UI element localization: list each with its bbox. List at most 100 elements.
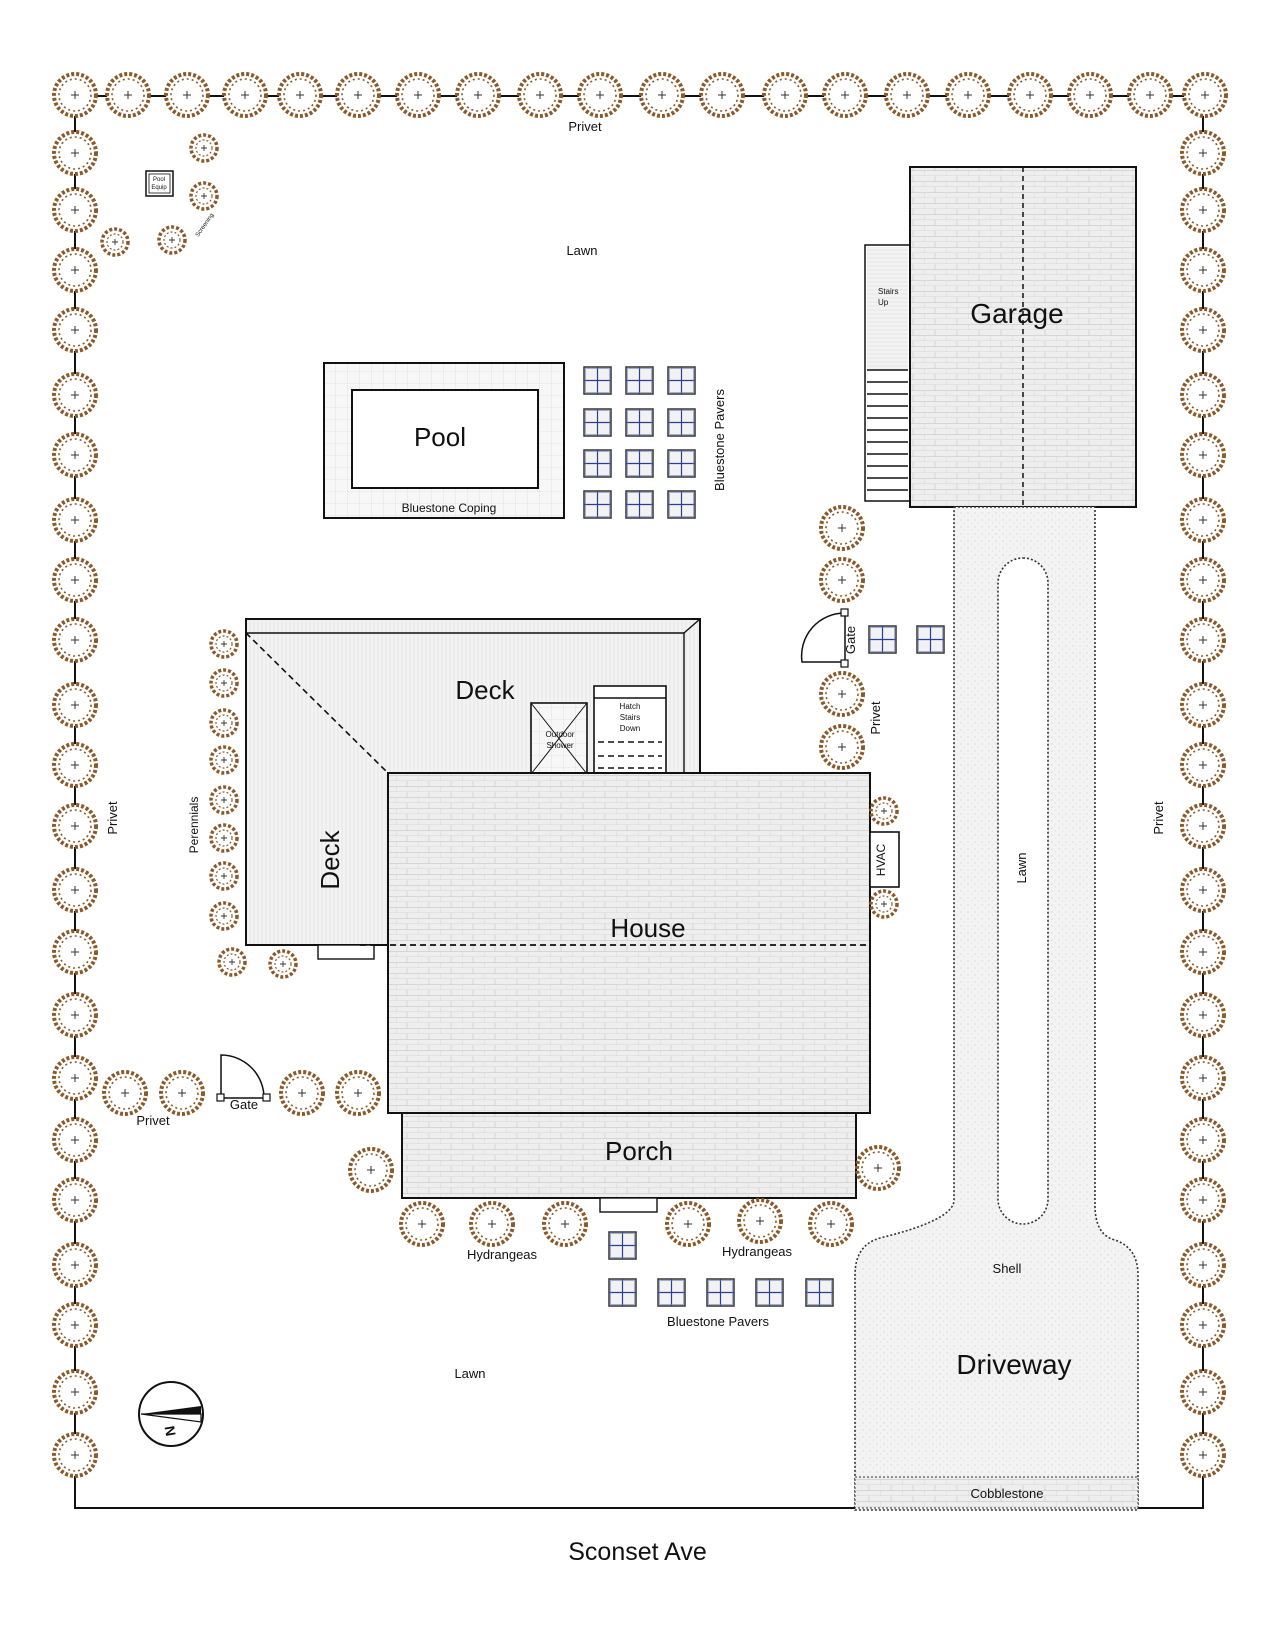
hvac-unit <box>869 831 900 888</box>
hatch-label-1: Hatch <box>620 702 641 711</box>
privet-tree <box>1180 247 1226 293</box>
privet-tree <box>52 742 98 788</box>
left-gate <box>220 1054 265 1099</box>
privet-tree <box>52 372 98 418</box>
bluestone-paver <box>625 449 654 478</box>
pool-equipment-label-1: Pool <box>153 177 165 183</box>
privet-tree <box>455 72 501 118</box>
hydrangea <box>737 1198 783 1244</box>
house-label: House <box>610 913 685 943</box>
deck-step <box>317 944 375 960</box>
bluestone-paver <box>583 490 612 519</box>
hydrangea <box>348 1147 394 1193</box>
pool-label: Pool <box>414 422 466 452</box>
privet-tree <box>52 130 98 176</box>
privet-tree <box>52 617 98 663</box>
privet-tree <box>1180 1432 1226 1478</box>
bluestone-paver <box>583 408 612 437</box>
privet-tree <box>1180 1055 1226 1101</box>
privet-tree <box>1180 1302 1226 1348</box>
privet-tree <box>52 247 98 293</box>
privet-tree <box>577 72 623 118</box>
privet-tree <box>884 72 930 118</box>
perennial <box>209 708 239 738</box>
privet-tree <box>1180 307 1226 353</box>
privet-tree <box>52 992 98 1038</box>
privet-tree <box>52 1055 98 1101</box>
hydrangea <box>808 1201 854 1247</box>
screening-shrub <box>189 133 219 163</box>
privet-tree <box>762 72 808 118</box>
privet-tree <box>222 72 268 118</box>
privet-shrub <box>279 1070 325 1116</box>
privet-right-label: Privet <box>1151 801 1166 835</box>
bluestone-paver <box>755 1278 784 1307</box>
privet-shrub <box>819 505 865 551</box>
privet-shrub <box>819 557 865 603</box>
gate-left-label: Gate <box>230 1097 258 1112</box>
perennial <box>209 823 239 853</box>
privet-tree <box>1180 130 1226 176</box>
privet-tree <box>1182 72 1228 118</box>
privet-shrub <box>335 1070 381 1116</box>
deck-top-label: Deck <box>455 675 515 705</box>
bluestone-paver <box>583 366 612 395</box>
privet-tree <box>822 72 868 118</box>
privet-tree <box>52 1177 98 1223</box>
privet-tree <box>52 432 98 478</box>
gate-side-label: Gate <box>843 626 858 654</box>
privet-tree <box>1127 72 1173 118</box>
privet-tree <box>1007 72 1053 118</box>
privet-tree <box>1180 803 1226 849</box>
privet-tree <box>1180 1242 1226 1288</box>
privet-shrub <box>819 724 865 770</box>
perennials-label: Perennials <box>187 797 201 854</box>
privet-tree <box>945 72 991 118</box>
screening-shrub <box>100 227 130 257</box>
bluestone-paver <box>868 625 897 654</box>
north-arrow-icon: N <box>138 1381 204 1447</box>
hydrangeas-right-label: Hydrangeas <box>722 1244 793 1259</box>
deck-side-label: Deck <box>315 829 345 889</box>
bluestone-paver <box>608 1278 637 1307</box>
property-boundary <box>74 95 1204 1509</box>
hydrangeas-left-label: Hydrangeas <box>467 1247 538 1262</box>
bluestone-paver <box>667 490 696 519</box>
hatch-stairs <box>593 685 667 775</box>
privet-tree <box>52 187 98 233</box>
privet-tree <box>699 72 745 118</box>
pool-equipment-label-2: Equip <box>151 185 167 191</box>
privet-tree <box>52 682 98 728</box>
privet-tree <box>1180 742 1226 788</box>
privet-tree <box>52 867 98 913</box>
bluestone-paver <box>583 449 612 478</box>
bluestone-paver <box>667 366 696 395</box>
privet-tree <box>1180 992 1226 1038</box>
privet-tree <box>1180 929 1226 975</box>
bluestone-paver <box>625 490 654 519</box>
privet-tree <box>164 72 210 118</box>
stair-treads <box>867 369 908 491</box>
hydrangea <box>399 1201 445 1247</box>
shrub <box>869 889 899 919</box>
lawn-drive-label: Lawn <box>1014 852 1029 883</box>
privet-top-label: Privet <box>568 119 602 134</box>
bluestone-paver <box>706 1278 735 1307</box>
bluestone-coping-label: Bluestone Coping <box>402 501 497 515</box>
privet-tree <box>52 1302 98 1348</box>
privet-tree <box>1180 1369 1226 1415</box>
privet-tree <box>105 72 151 118</box>
outdoor-shower-label-2: Shower <box>546 741 573 750</box>
bluestone-paver <box>657 1278 686 1307</box>
privet-tree <box>1180 1177 1226 1223</box>
bluestone-paver <box>916 625 945 654</box>
privet-tree <box>52 929 98 975</box>
side-gate <box>800 612 846 663</box>
driveway-shell <box>854 506 1139 1511</box>
privet-tree <box>1180 682 1226 728</box>
privet-tree <box>1180 372 1226 418</box>
bluestone-paver <box>805 1278 834 1307</box>
porch-step <box>599 1197 658 1213</box>
house <box>387 772 871 1114</box>
bluestone-paver <box>667 408 696 437</box>
